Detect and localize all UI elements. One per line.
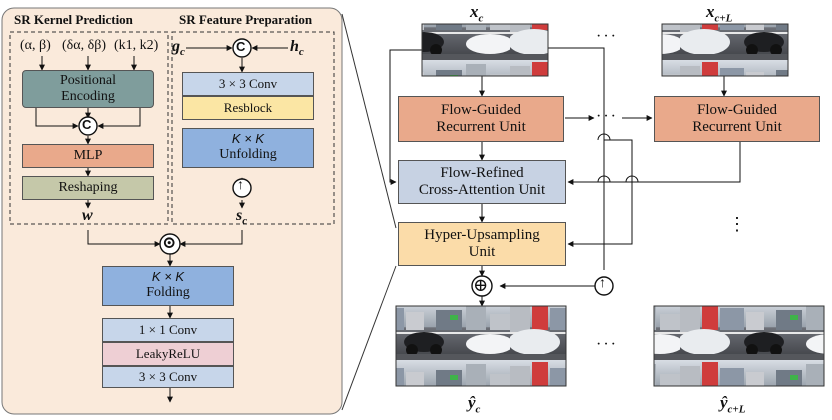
flow-refined-cross-attention-unit: Flow-Refined Cross-Attention Unit xyxy=(398,160,566,204)
pe-line2: Encoding xyxy=(61,89,115,104)
flow-guided-recurrent-unit-2: Flow-Guided Recurrent Unit xyxy=(654,96,820,142)
kernel-prediction-group xyxy=(9,31,169,225)
output-frame-cl xyxy=(653,305,825,387)
hu-line2: Unit xyxy=(468,244,496,260)
s-sub: c xyxy=(242,215,248,228)
fgru-line1: Flow-Guided xyxy=(441,101,521,118)
g-symbol: g xyxy=(172,38,180,55)
input-delta: (δα, δβ) xyxy=(62,38,106,53)
y-c-sub: c xyxy=(475,403,481,416)
y-cl-symbol: ŷ xyxy=(720,393,728,412)
y-c-symbol: ŷ xyxy=(468,393,476,412)
concat-symbol-kernel: C xyxy=(82,117,92,132)
folding-line2: Folding xyxy=(146,285,190,301)
sum-symbol: ⊕ xyxy=(473,275,489,295)
reshaping-box: Reshaping xyxy=(22,176,154,200)
mlp-box: MLP xyxy=(22,144,154,168)
dots-bottom: ··· xyxy=(596,336,618,353)
feature-preparation-title: SR Feature Preparation xyxy=(179,12,313,27)
output-label-c: ŷc xyxy=(468,393,480,415)
frca-line1: Flow-Refined xyxy=(440,164,524,181)
sum-node xyxy=(471,275,493,297)
dots-top: ··· xyxy=(596,28,618,45)
dots-middle: ··· xyxy=(596,108,618,125)
upsample-symbol-left: ↑ xyxy=(237,178,244,193)
positional-encoding-box: Positional Encoding xyxy=(22,70,154,108)
vdots-right: ⋮ xyxy=(728,214,748,234)
concat-node-kernel xyxy=(78,116,98,136)
h-sub: c xyxy=(298,46,304,59)
output-frame-c xyxy=(395,305,567,387)
leakyrelu-box: LeakyReLU xyxy=(102,342,234,366)
input-frame-cl xyxy=(661,23,789,77)
concat-symbol-feature: C xyxy=(236,39,246,54)
unfolding-line1: K × K xyxy=(231,131,265,147)
x-c-symbol: x xyxy=(470,2,479,21)
x-c-sub: c xyxy=(478,12,484,25)
s-symbol: s xyxy=(236,207,243,224)
feature-preparation-group xyxy=(171,31,335,225)
kernel-prediction-title: SR Kernel Prediction xyxy=(14,12,133,27)
conv1-box: 1 × 1 Conv xyxy=(102,318,234,342)
input-frame-c xyxy=(421,23,549,77)
conv3b-box: 3 × 3 Conv xyxy=(102,366,234,388)
y-cl-sub: c+L xyxy=(727,403,746,416)
fgru-line2: Recurrent Unit xyxy=(436,119,526,135)
input-label-c: xc xyxy=(470,2,483,24)
concat-node-feature xyxy=(232,38,252,58)
input-k: (k1, k2) xyxy=(114,38,159,53)
output-label-cl: ŷc+L xyxy=(720,393,745,415)
input-label-cl: xc+L xyxy=(706,2,732,24)
upsample-symbol-right: ↑ xyxy=(599,276,606,291)
kernel-weight-label: w xyxy=(82,207,93,224)
unfolding-box: K × K Unfolding xyxy=(182,128,314,168)
x-cl-symbol: x xyxy=(706,2,715,21)
g-label: gc xyxy=(172,38,185,58)
h-symbol: h xyxy=(290,38,299,55)
x-cl-sub: c+L xyxy=(714,12,733,25)
resblock-box: Resblock xyxy=(182,96,314,120)
folding-line1: K × K xyxy=(151,269,185,285)
fgru2-line2: Recurrent Unit xyxy=(692,119,782,135)
dot-product-node xyxy=(159,233,181,255)
h-label: hc xyxy=(290,38,304,58)
pe-line1: Positional xyxy=(59,72,116,88)
frca-line2: Cross-Attention Unit xyxy=(418,182,546,198)
dot-symbol: ⊙ xyxy=(162,233,177,252)
upsample-node-left xyxy=(232,178,252,198)
g-sub: c xyxy=(180,46,185,59)
conv3-box: 3 × 3 Conv xyxy=(182,72,314,96)
hyper-upsampling-unit: Hyper-Upsampling Unit xyxy=(398,222,566,266)
unfolding-line2: Unfolding xyxy=(219,147,277,163)
fgru2-line1: Flow-Guided xyxy=(697,101,777,118)
input-alpha-beta: (α, β) xyxy=(20,38,51,53)
feature-label: sc xyxy=(236,207,247,227)
folding-box: K × K Folding xyxy=(102,266,234,306)
hu-line1: Hyper-Upsampling xyxy=(424,226,540,243)
upsample-node-right xyxy=(594,276,614,296)
flow-guided-recurrent-unit: Flow-Guided Recurrent Unit xyxy=(398,96,564,142)
